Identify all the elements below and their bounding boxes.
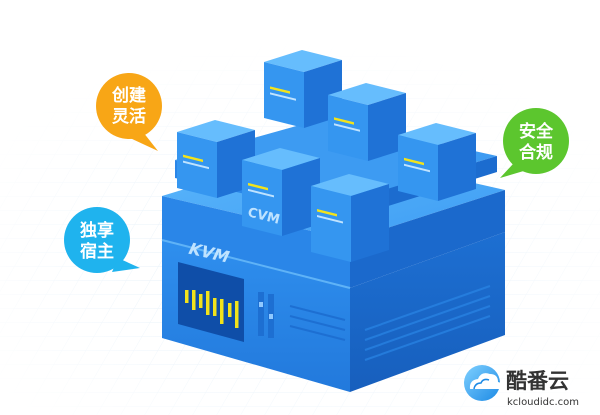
bubble-exclusive-host: 独享 宿主: [64, 207, 140, 273]
watermark-brand: 酷番云: [506, 369, 569, 393]
watermark-url: kcloudidc.com: [507, 397, 579, 408]
equalizer-bars: [185, 290, 239, 328]
bubble-exclusive-line1: 独享: [80, 220, 114, 241]
cloud-logo-icon: [464, 365, 504, 401]
guest-cube: [311, 174, 389, 262]
server-chassis-lower: [162, 232, 505, 392]
bubble-compliance-line2: 合规: [519, 142, 553, 163]
guest-cube-cvm: CVM: [242, 148, 320, 236]
guest-cube: [398, 123, 476, 201]
guest-cube: [177, 120, 255, 198]
guest-cube: [328, 83, 406, 161]
bubble-create-line2: 灵活: [112, 106, 146, 127]
bubble-compliance-line1: 安全: [519, 121, 554, 142]
bubble-create-flexible: 创建 灵活: [96, 73, 162, 151]
watermark: 酷番云 kcloudidc.com: [464, 365, 579, 408]
bubble-exclusive-line2: 宿主: [80, 241, 114, 262]
bubble-secure-compliant: 安全 合规: [500, 108, 569, 178]
guest-cube: [264, 50, 342, 128]
bubble-create-line1: 创建: [111, 85, 146, 106]
